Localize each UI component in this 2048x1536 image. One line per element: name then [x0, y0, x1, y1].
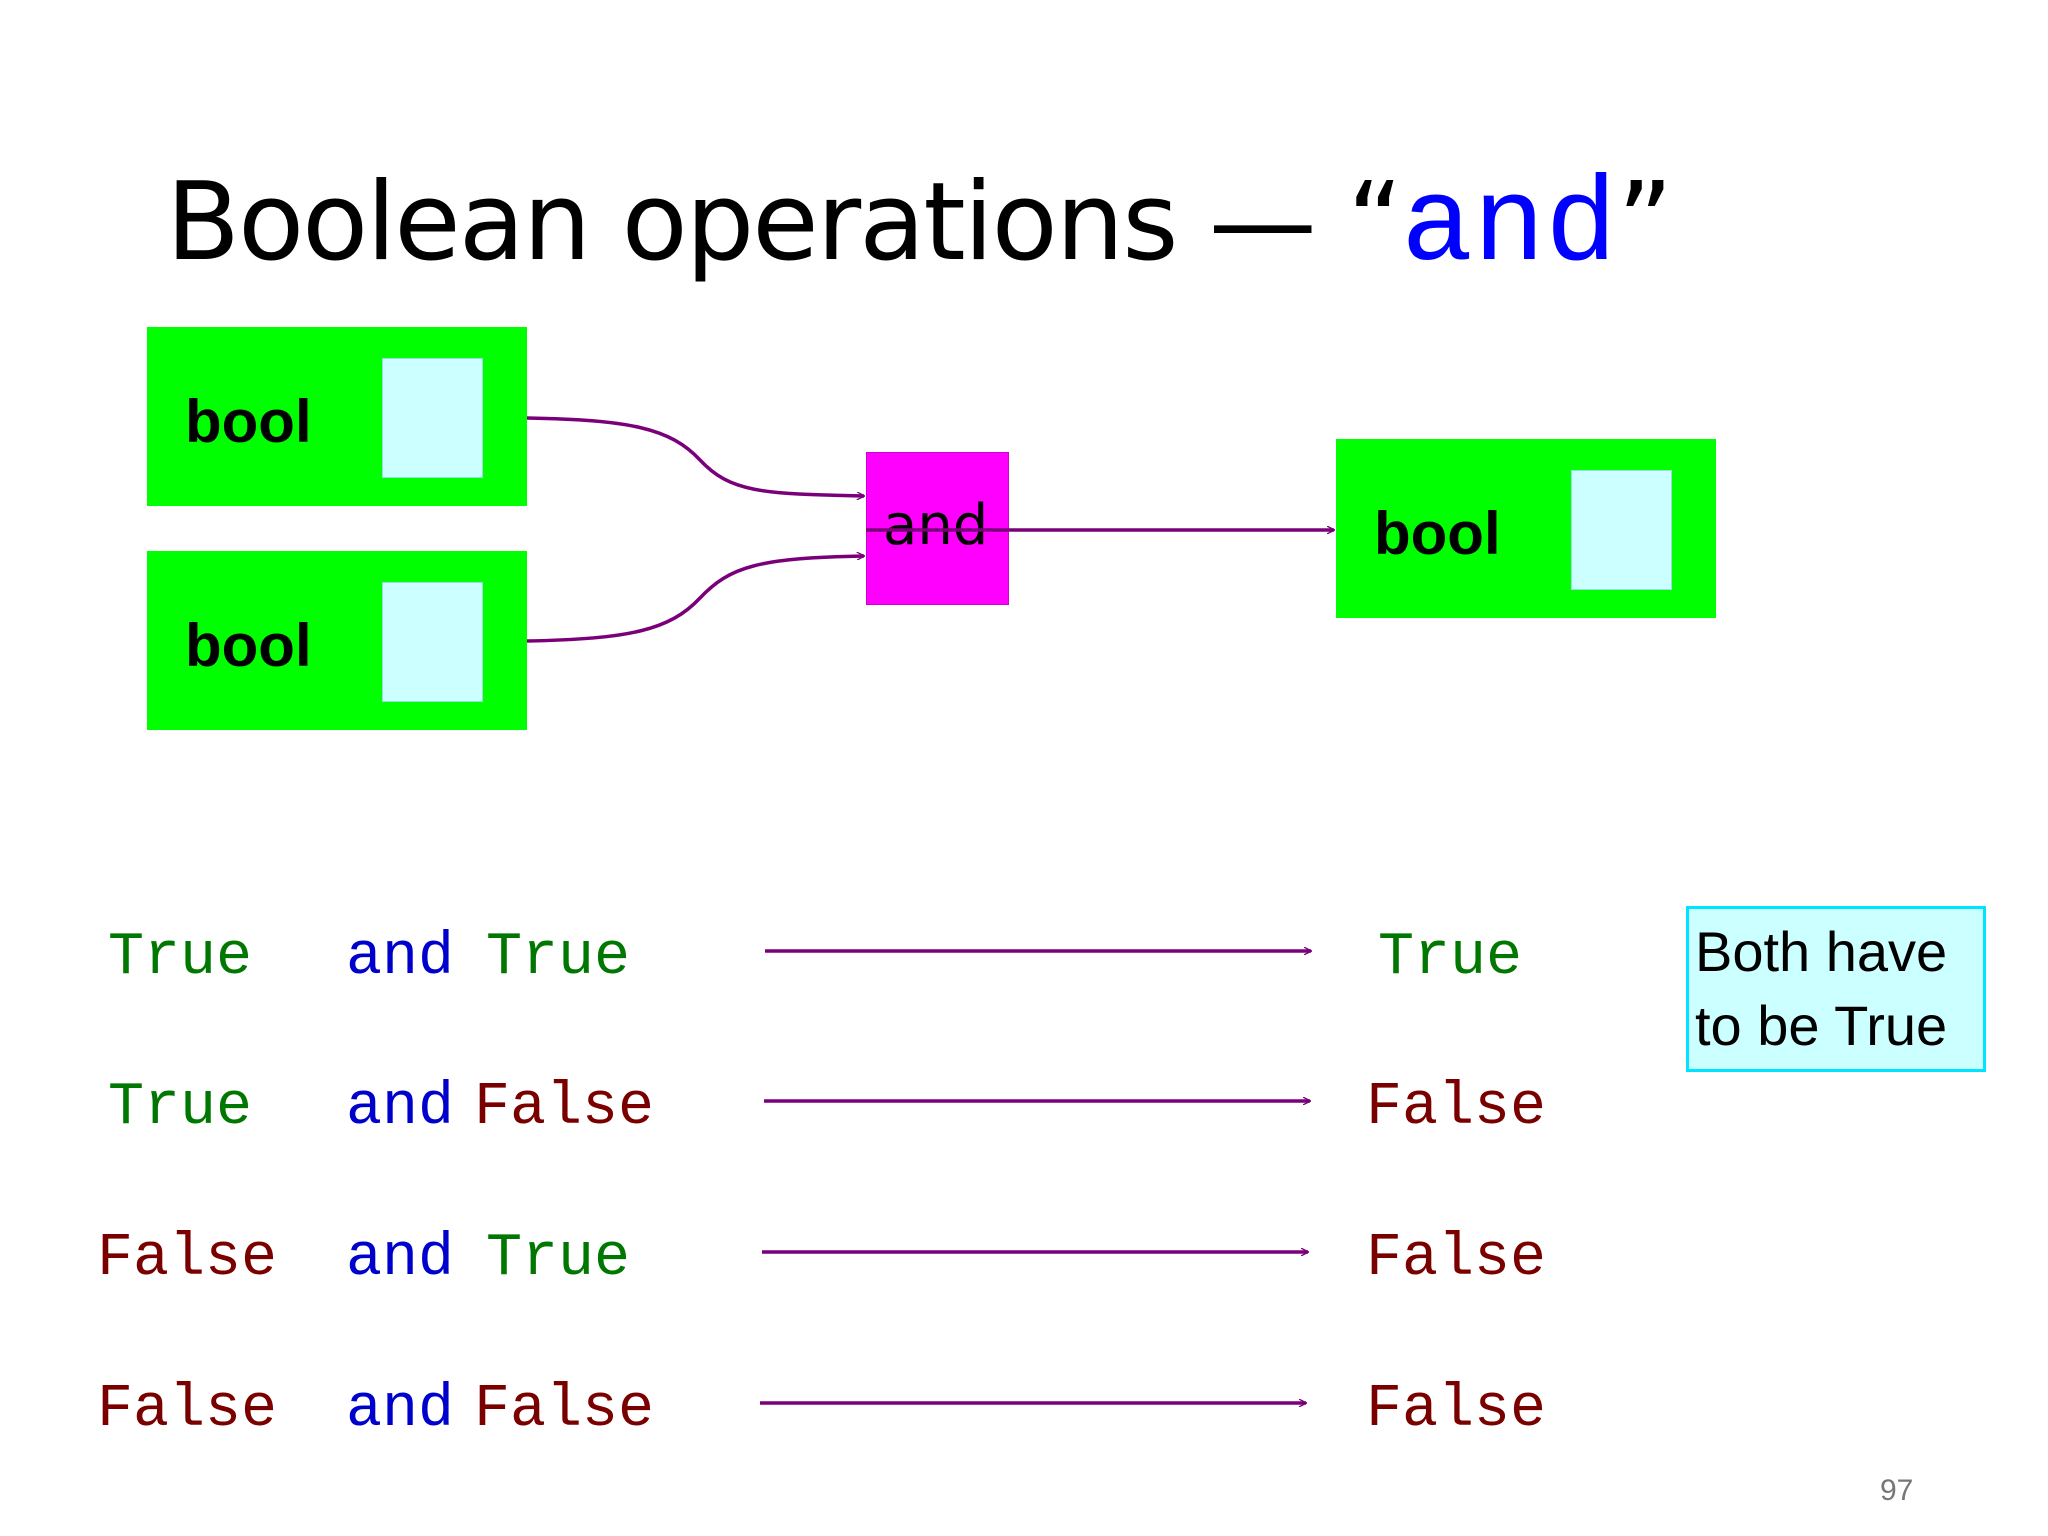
- row-2-right-value: False: [474, 1074, 655, 1142]
- row-4-result: False: [1366, 1376, 1547, 1444]
- input-box-b: bool: [147, 551, 527, 730]
- row-1-left-value: True: [108, 924, 253, 992]
- note-line-1: Both have: [1695, 920, 1948, 983]
- note-box: Both have to be True: [1686, 906, 1986, 1072]
- input-box-a: bool: [147, 327, 527, 506]
- row-1-right-value: True: [486, 924, 631, 992]
- row-4-operator: and: [346, 1376, 455, 1444]
- row-2-left-value: True: [108, 1074, 253, 1142]
- output-box-value-slot: [1571, 470, 1672, 590]
- row-3-result: False: [1366, 1225, 1547, 1293]
- output-box: bool: [1336, 439, 1716, 618]
- row-4-left-value: False: [97, 1376, 278, 1444]
- input-box-a-label: bool: [185, 388, 312, 455]
- input-box-b-value-slot: [382, 582, 483, 702]
- title-keyword: and: [1401, 160, 1618, 296]
- row-4-right-value: False: [474, 1376, 655, 1444]
- input-box-b-label: bool: [185, 612, 312, 679]
- row-1-operator: and: [346, 924, 455, 992]
- title-text: Boolean operations — “: [166, 160, 1403, 285]
- input-b-arrow: [526, 556, 864, 643]
- output-box-label: bool: [1374, 500, 1501, 567]
- page-number: 97: [1880, 1474, 1914, 1507]
- title-close-quote: ”: [1617, 160, 1673, 285]
- row-3-operator: and: [346, 1225, 455, 1293]
- row-2-operator: and: [346, 1074, 455, 1142]
- row-1-result: True: [1378, 924, 1523, 992]
- operator-box: and: [866, 452, 1009, 605]
- row-3-right-value: True: [486, 1225, 631, 1293]
- input-a-arrow: [526, 416, 864, 496]
- note-line-2: to be True: [1695, 994, 1948, 1057]
- slide-title: Boolean operations — “and”: [166, 160, 1673, 310]
- operator-label: and: [883, 493, 989, 558]
- row-3-left-value: False: [97, 1225, 278, 1293]
- input-box-a-value-slot: [382, 358, 483, 478]
- row-2-result: False: [1366, 1074, 1547, 1142]
